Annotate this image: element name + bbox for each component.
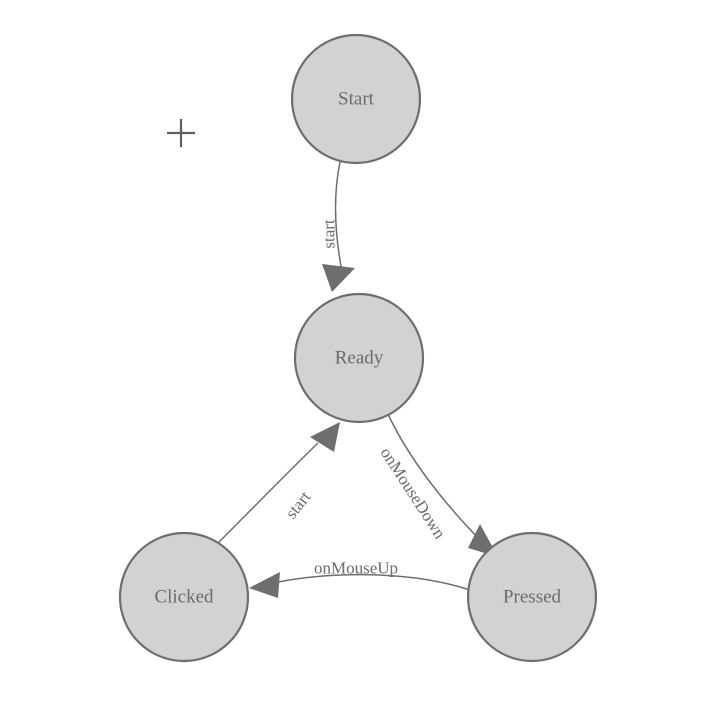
node-clicked[interactable]: Clicked — [118, 531, 250, 663]
node-start[interactable]: Start — [290, 33, 422, 165]
edge-start-to-ready-arrowhead — [322, 264, 355, 292]
edge-clicked-to-ready[interactable]: start — [214, 422, 340, 547]
edge-ready-to-pressed[interactable]: onMouseDown — [376, 411, 498, 557]
node-ready[interactable]: Ready — [293, 292, 425, 424]
edge-start-to-ready-label: start — [320, 219, 339, 249]
node-clicked-circle — [118, 531, 250, 663]
edge-pressed-to-clicked-path — [277, 573, 471, 591]
node-ready-circle — [293, 292, 425, 424]
edge-clicked-to-ready-label: start — [282, 487, 315, 522]
node-pressed-label: Pressed — [503, 587, 562, 608]
edge-pressed-to-clicked[interactable]: onMouseUp — [249, 559, 471, 599]
edge-clicked-to-ready-path — [214, 442, 319, 547]
node-clicked-label: Clicked — [154, 587, 214, 608]
node-start-label: Start — [338, 89, 375, 110]
edge-pressed-to-clicked-arrowhead — [249, 572, 280, 598]
edge-pressed-to-clicked-label: onMouseUp — [314, 559, 398, 578]
node-start-circle — [290, 33, 422, 165]
edge-start-to-ready[interactable]: start — [320, 161, 356, 292]
node-pressed-circle — [466, 531, 598, 663]
crosshair-icon — [167, 119, 195, 147]
edge-clicked-to-ready-arrowhead — [310, 422, 340, 452]
edge-start-to-ready-path — [334, 161, 343, 273]
edge-ready-to-pressed-path — [386, 411, 487, 547]
node-pressed[interactable]: Pressed — [466, 531, 598, 663]
node-ready-label: Ready — [335, 348, 384, 369]
